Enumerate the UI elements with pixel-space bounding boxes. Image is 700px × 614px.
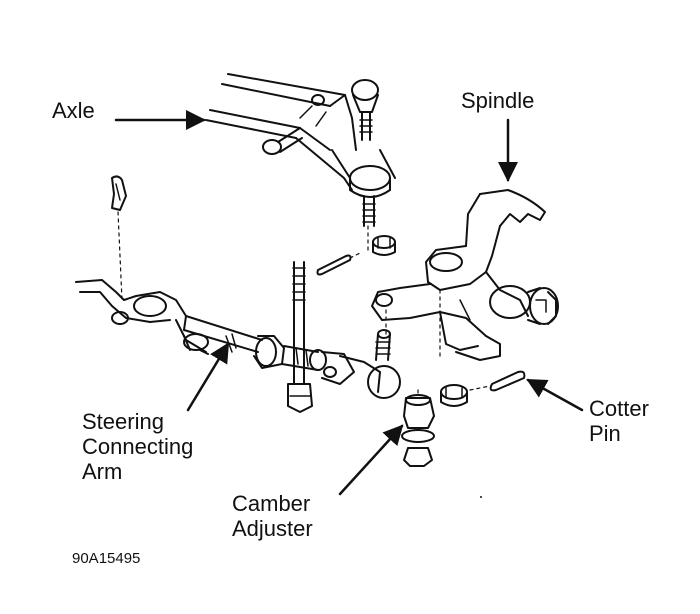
long-bolt <box>287 261 313 413</box>
label-axle: Axle <box>52 98 95 123</box>
leader-lines <box>114 110 584 496</box>
label-camber-line2: Adjuster <box>232 516 313 541</box>
spindle <box>371 189 559 361</box>
steering-arm-leader <box>186 342 230 412</box>
label-steering-line3: Arm <box>82 459 123 484</box>
camber-adjuster-leader <box>338 424 404 496</box>
lower-castle-nut <box>440 384 468 407</box>
label-steering-connecting-arm: Steering Connecting Arm <box>82 409 193 484</box>
label-steering-line1: Steering <box>82 409 164 434</box>
camber-adjuster <box>401 389 435 467</box>
label-cotter-line1: Cotter <box>589 396 649 421</box>
label-steering-line2: Connecting <box>82 434 194 459</box>
label-camber-adjuster: Camber Adjuster <box>232 491 313 541</box>
cotter-pin-leader <box>526 378 584 412</box>
label-cotter-pin: Cotter Pin <box>589 396 649 446</box>
connecting-arm <box>75 279 401 399</box>
lower-cotter-pin <box>469 370 526 392</box>
label-spindle: Spindle <box>461 88 535 113</box>
label-camber-line1: Camber <box>232 491 311 516</box>
left-cotter-pin <box>111 175 127 301</box>
figure-code: 90A15495 <box>72 550 141 567</box>
upper-castle-nut <box>372 235 396 256</box>
label-cotter-line2: Pin <box>589 421 621 446</box>
upper-cotter-pin <box>316 251 363 276</box>
axle-beam <box>205 73 396 251</box>
